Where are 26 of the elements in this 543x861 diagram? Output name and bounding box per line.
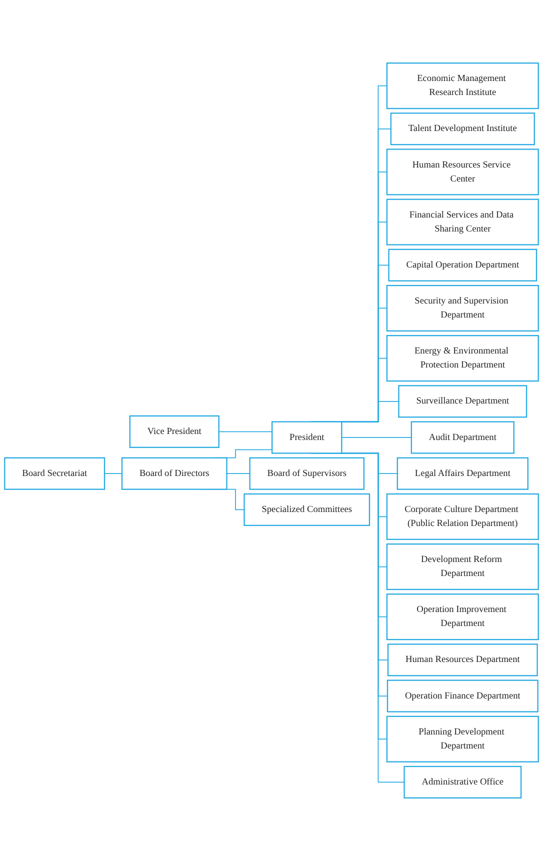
node-box: Audit Department: [410, 421, 514, 454]
node-box: Administrative Office: [404, 766, 522, 798]
node-box: Financial Services and Data Sharing Center: [386, 198, 539, 246]
node-box: Development Reform Department: [386, 543, 539, 590]
connector: [341, 437, 412, 438]
node-box: Specialized Committees: [244, 493, 370, 526]
node-box: Planning Development Department: [386, 716, 539, 762]
node-box: Security and Supervision Department: [386, 284, 539, 332]
node-box: Capital Operation Department: [388, 248, 538, 282]
node-box: Vice President: [129, 415, 220, 448]
node-box: Corporate Culture Department (Public Relation Department): [386, 493, 539, 540]
node-box: Board of Directors: [121, 457, 228, 490]
node-box: Board Secretariat: [4, 457, 106, 490]
node-box: Operation Improvement Department: [386, 594, 539, 640]
node-box: Energy & Environmental Protection Department: [386, 335, 539, 382]
node-box: Human Resources Service Center: [386, 148, 539, 196]
node-box: Human Resources Department: [387, 644, 538, 676]
node-box: Board of Supervisors: [249, 457, 364, 490]
node-box: Economic Management Research Institute: [386, 62, 539, 110]
connector: [104, 473, 122, 474]
node-box: Talent Development Institute: [390, 112, 535, 146]
node-box: Surveillance Department: [398, 385, 528, 418]
node-box: Operation Finance Department: [386, 680, 538, 712]
node-box: President: [271, 421, 342, 454]
connector: [226, 473, 250, 474]
node-box: Legal Affairs Department: [396, 457, 528, 490]
